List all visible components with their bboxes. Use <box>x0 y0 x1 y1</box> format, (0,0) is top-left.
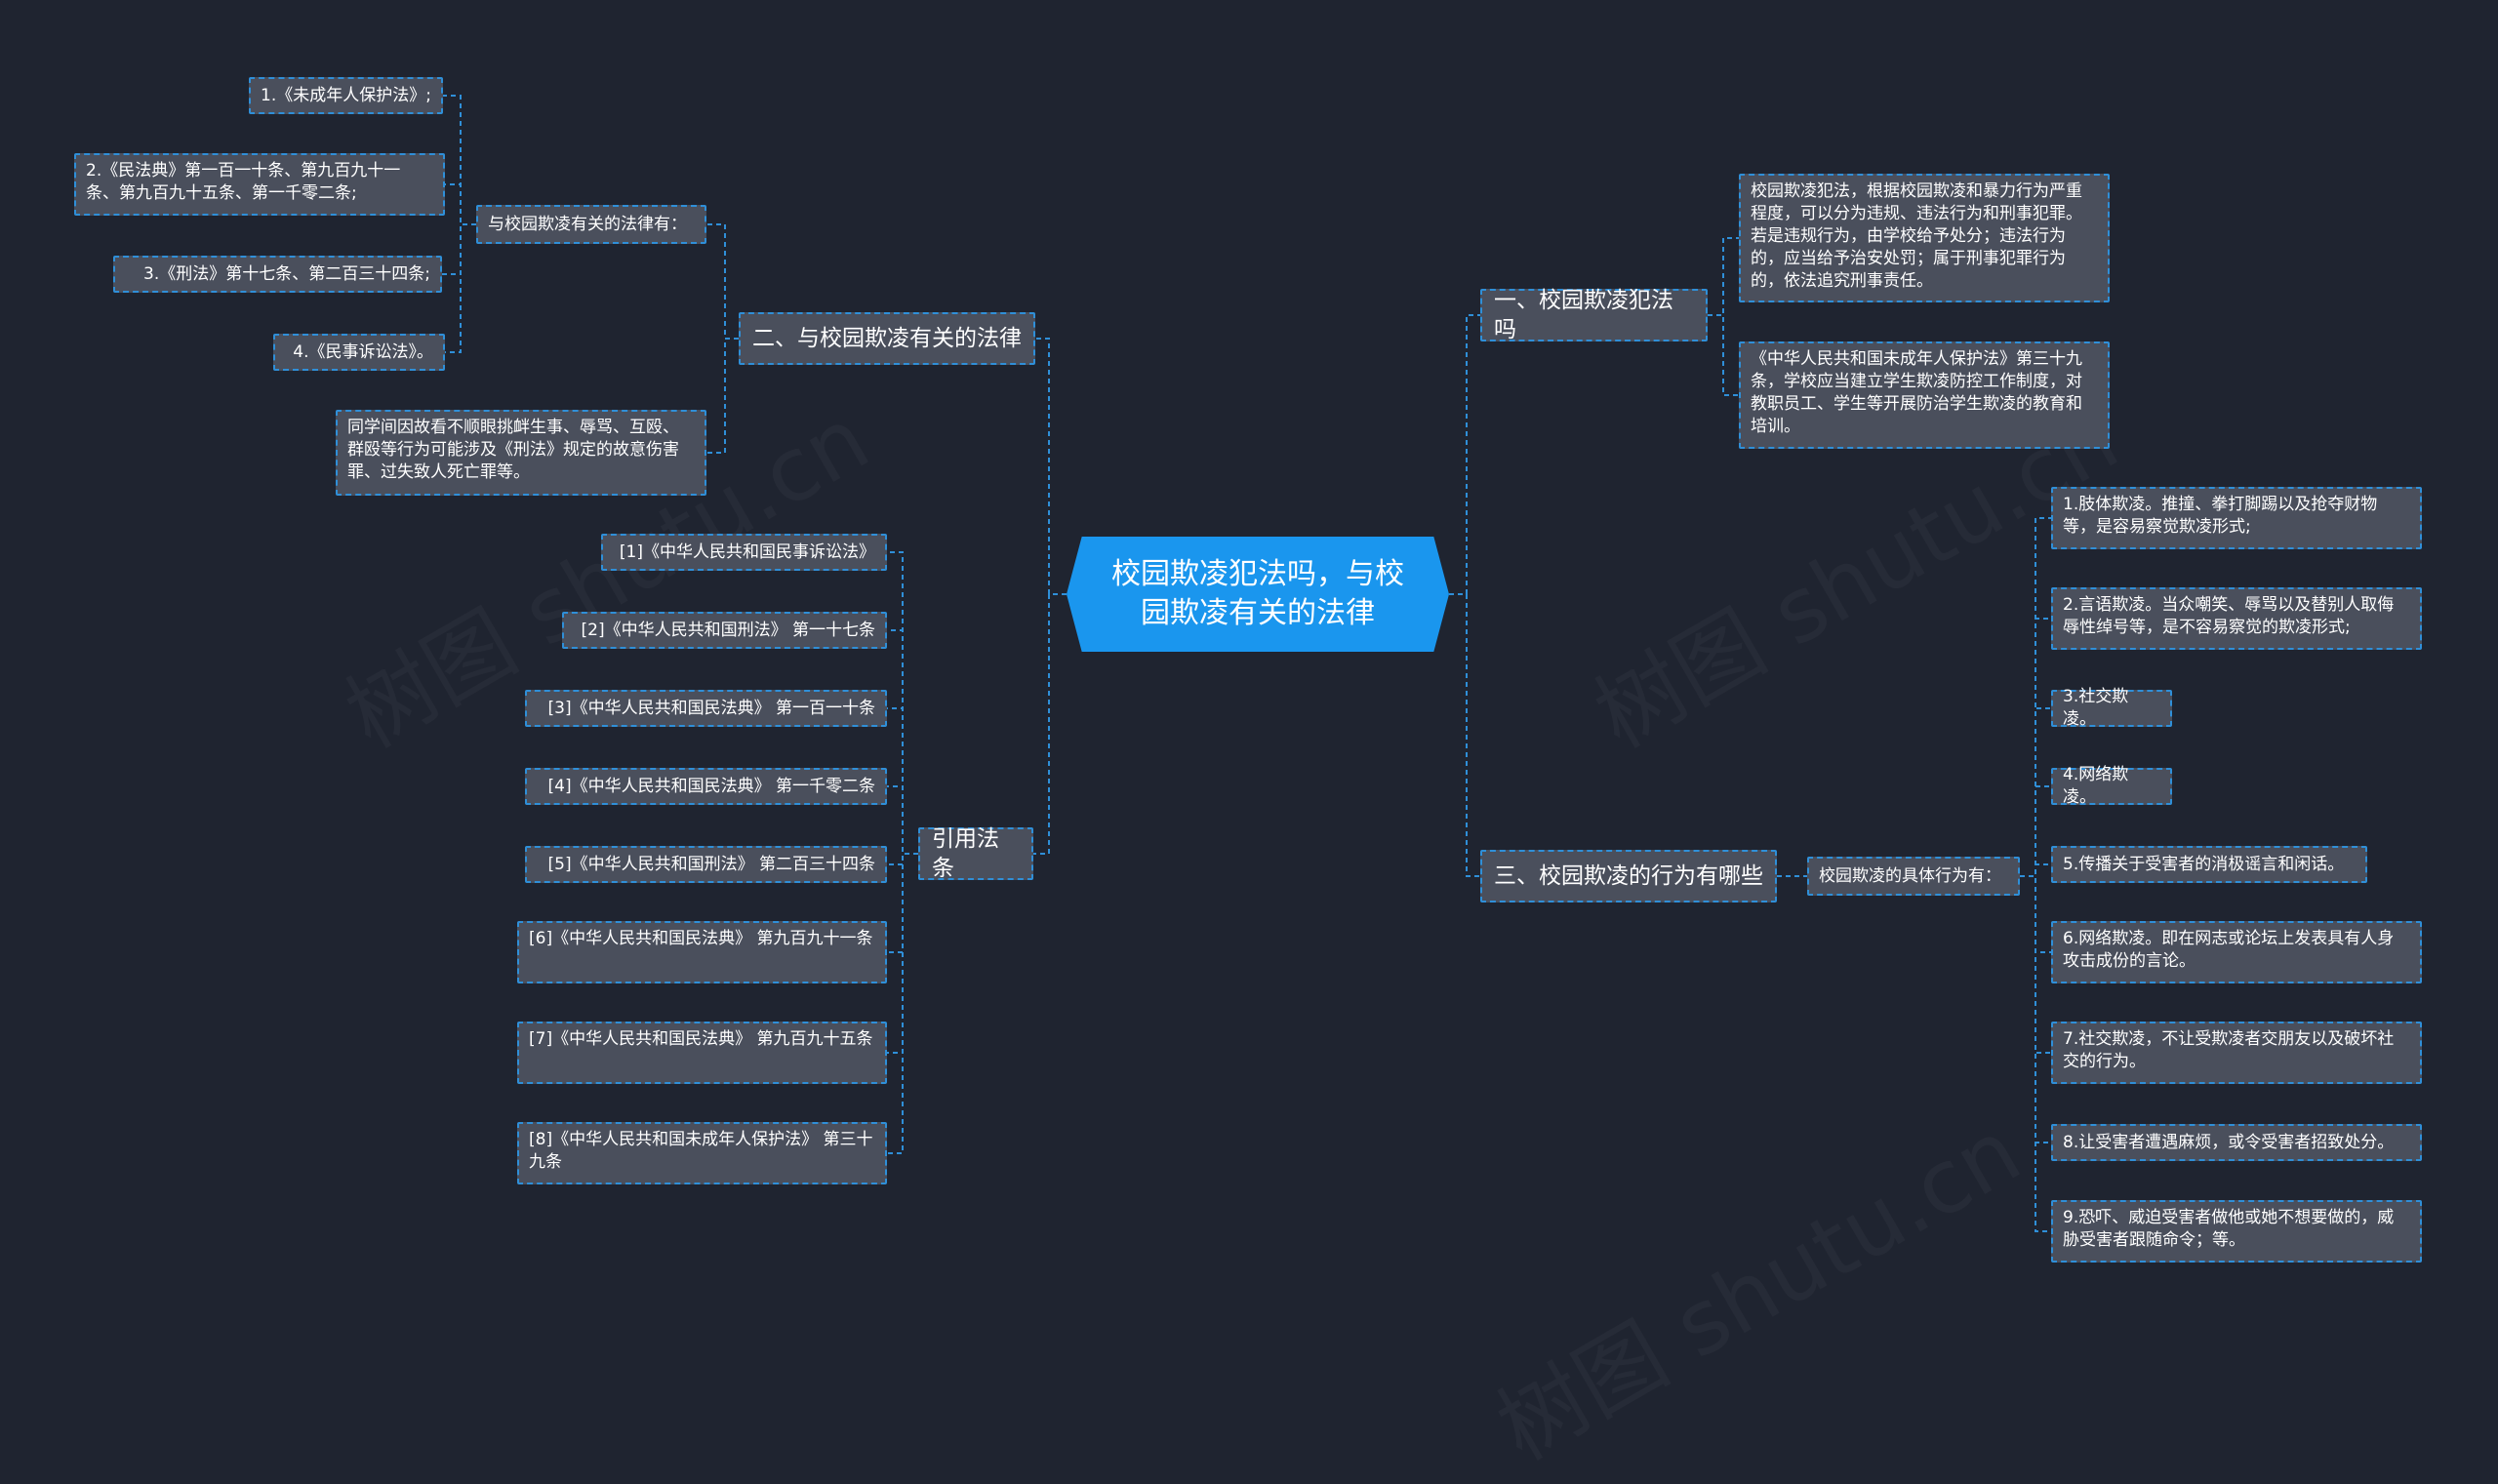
behavior-item[interactable]: 8.让受害者遭遇麻烦，或令受害者招致处分。 <box>2051 1124 2422 1161</box>
connector-line <box>1708 314 1739 396</box>
branch-is-bullying-illegal[interactable]: 一、校园欺凌犯法吗 <box>1480 288 1708 342</box>
connector-line <box>443 95 476 225</box>
connector-lines <box>442 95 2051 1232</box>
branch-bullying-behaviors[interactable]: 三、校园欺凌的行为有哪些 <box>1480 850 1777 902</box>
behavior-item[interactable]: 6.网络欺凌。即在网志或论坛上发表具有人身攻击成份的言论。 <box>2051 921 2422 983</box>
behavior-item[interactable]: 5.传播关于受害者的消极谣言和闲话。 <box>2051 846 2367 883</box>
root-topic[interactable]: 校园欺凌犯法吗，与校园欺凌有关的法律 <box>1067 537 1449 652</box>
connector-line <box>887 707 918 855</box>
connector-line <box>1033 593 1067 855</box>
related-laws-intro[interactable]: 与校园欺凌有关的法律有： <box>476 205 706 244</box>
statute-item[interactable]: [7]《中华人民共和国民法典》 第九百九十五条 <box>517 1022 887 1084</box>
branch-cited-statutes[interactable]: 引用法条 <box>918 826 1033 881</box>
law-item[interactable]: 1.《未成年人保护法》; <box>249 77 443 114</box>
law-note[interactable]: 同学间因故看不顺眼挑衅生事、辱骂、互殴、群殴等行为可能涉及《刑法》规定的故意伤害… <box>336 410 706 496</box>
connector-line <box>887 785 918 855</box>
law-item[interactable]: 2.《民法典》第一百一十条、第九百九十一条、第九百九十五条、第一千零二条; <box>74 153 445 216</box>
connector-line <box>1449 314 1480 595</box>
behavior-item[interactable]: 2.言语欺凌。当众嘲笑、辱骂以及替别人取侮辱性绰号等，是不容易察觉的欺凌形式; <box>2051 587 2422 650</box>
statute-item[interactable]: [2]《中华人民共和国刑法》 第一十七条 <box>562 612 887 649</box>
connector-line <box>887 551 918 855</box>
connector-line <box>1449 593 1480 877</box>
crime-explanation[interactable]: 《中华人民共和国未成年人保护法》第三十九条，学校应当建立学生欺凌防控工作制度，对… <box>1739 341 2110 449</box>
behaviors-intro[interactable]: 校园欺凌的具体行为有： <box>1807 857 2020 896</box>
connector-line <box>706 338 739 454</box>
behavior-item[interactable]: 1.肢体欺凌。推撞、拳打脚踢以及抢夺财物等，是容易察觉欺凌形式; <box>2051 487 2422 549</box>
mind-map-canvas: 树图 shutu.cn 树图 shutu.cn 树图 shutu.cn 校园欺凌… <box>74 77 2422 1263</box>
connector-line <box>706 223 739 340</box>
behavior-item[interactable]: 9.恐吓、威迫受害者做他或她不想要做的，威胁受害者跟随命令；等。 <box>2051 1200 2422 1263</box>
connector-line <box>2020 875 2051 1054</box>
connector-line <box>2020 863 2051 877</box>
connector-line <box>445 223 476 353</box>
behavior-item[interactable]: 4.网络欺凌。 <box>2051 765 2172 807</box>
statute-item[interactable]: [3]《中华人民共和国民法典》 第一百一十条 <box>525 690 887 727</box>
statute-item[interactable]: [4]《中华人民共和国民法典》 第一千零二条 <box>525 768 887 805</box>
statute-item[interactable]: [6]《中华人民共和国民法典》 第九百九十一条 <box>517 921 887 983</box>
connector-line <box>442 223 476 275</box>
connector-line <box>2020 875 2051 1143</box>
law-item[interactable]: 3.《刑法》第十七条、第二百三十四条; <box>113 256 442 293</box>
connector-line <box>1035 338 1067 595</box>
connector-line <box>1708 237 1739 316</box>
law-item[interactable]: 4.《民事诉讼法》。 <box>273 334 445 371</box>
crime-explanation[interactable]: 校园欺凌犯法，根据校园欺凌和暴力行为严重程度，可以分为违规、违法行为和刑事犯罪。… <box>1739 174 2110 302</box>
connector-line <box>445 183 476 225</box>
behavior-item[interactable]: 7.社交欺凌，不让受欺凌者交朋友以及破坏社交的行为。 <box>2051 1022 2422 1084</box>
connector-line <box>2020 785 2051 877</box>
statute-item[interactable]: [5]《中华人民共和国刑法》 第二百三十四条 <box>525 846 887 883</box>
branch-related-laws[interactable]: 二、与校园欺凌有关的法律 <box>739 312 1035 365</box>
connector-line <box>887 853 918 1154</box>
behavior-item[interactable]: 3.社交欺凌。 <box>2051 687 2172 729</box>
statute-item[interactable]: [8]《中华人民共和国未成年人保护法》 第三十九条 <box>517 1122 887 1184</box>
connector-line <box>2020 875 2051 1232</box>
statute-item[interactable]: [1]《中华人民共和国民事诉讼法》 <box>601 534 887 571</box>
